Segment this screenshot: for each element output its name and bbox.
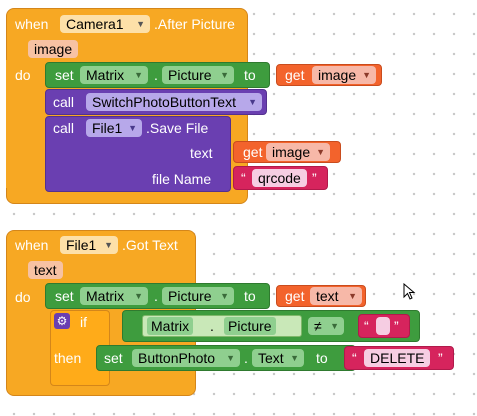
event1-component-dropdown[interactable]: Camera1 ▼ (60, 15, 150, 33)
set-property-label: Text (258, 350, 284, 366)
getter-component-label[interactable]: Matrix (147, 317, 194, 335)
set-to-label: to (244, 288, 256, 304)
dot-separator: . (244, 350, 248, 366)
get-keyword-label: get (243, 144, 263, 160)
chevron-down-icon: ▼ (316, 147, 325, 157)
event1-component-label: Camera1 (66, 16, 124, 32)
chevron-down-icon: ▼ (330, 321, 339, 331)
get-keyword-label: get (285, 288, 305, 304)
get-variable-label: image (272, 144, 311, 160)
get-keyword-label: get (285, 67, 305, 83)
set-keyword-label: set (55, 67, 74, 83)
set-property-dropdown[interactable]: Picture ▼ (162, 287, 234, 305)
if-keyword-label: if (80, 314, 87, 330)
set-component-label: Matrix (86, 67, 125, 83)
file-component-dropdown[interactable]: File1 ▼ (86, 119, 142, 137)
event1-do-label: do (15, 67, 31, 83)
event1-when-label: when (15, 16, 49, 32)
chevron-down-icon: ▼ (128, 123, 137, 133)
event1-param-image[interactable]: image (28, 40, 79, 58)
string-value[interactable]: DELETE (364, 349, 431, 367)
dot-separator: . (210, 318, 214, 334)
empty-string-value[interactable] (376, 317, 390, 335)
event2-event-label: .Got Text (122, 237, 178, 253)
procedure-dropdown[interactable]: SwitchPhotoButtonText ▼ (86, 93, 262, 111)
event1-event-label: .After Picture (154, 16, 235, 32)
chevron-down-icon: ▼ (104, 240, 113, 250)
get-variable-dropdown[interactable]: text ▼ (310, 287, 362, 305)
event2-do-label: do (15, 289, 31, 305)
set-component-dropdown[interactable]: ButtonPhoto ▼ (132, 349, 240, 367)
set-keyword-label: set (55, 288, 74, 304)
set-component-label: ButtonPhoto (138, 350, 216, 366)
string-value[interactable]: qrcode (252, 169, 307, 187)
get-variable-dropdown[interactable]: image ▼ (266, 143, 330, 161)
getter-property-label[interactable]: Picture (224, 317, 276, 335)
chevron-down-icon: ▼ (248, 97, 257, 107)
chevron-down-icon: ▼ (220, 291, 229, 301)
set-component-dropdown[interactable]: Matrix ▼ (80, 66, 148, 84)
quote-close: ” (394, 318, 399, 334)
set-component-label: Matrix (86, 288, 125, 304)
event2-when-label: when (15, 237, 49, 253)
set-to-label: to (316, 350, 328, 366)
chevron-down-icon: ▼ (362, 70, 371, 80)
chevron-down-icon: ▼ (134, 291, 143, 301)
set-keyword-label: set (104, 350, 123, 366)
quote-open: “ (241, 170, 246, 186)
chevron-down-icon: ▼ (134, 70, 143, 80)
set-component-dropdown[interactable]: Matrix ▼ (80, 287, 148, 305)
event2-component-dropdown[interactable]: File1 ▼ (60, 236, 118, 254)
method-label: .Save File (146, 120, 209, 136)
set-property-dropdown[interactable]: Picture ▼ (162, 66, 234, 84)
get-variable-label: image (318, 67, 357, 83)
mouse-pointer-icon (403, 283, 416, 300)
text-arg-label: text (190, 145, 213, 161)
call-keyword-label: call (53, 94, 75, 110)
operator-dropdown[interactable]: ≠▼ (308, 317, 344, 335)
get-variable-dropdown[interactable]: image ▼ (312, 66, 376, 84)
chevron-down-icon: ▼ (226, 353, 235, 363)
quote-open: “ (364, 318, 369, 334)
event2-param-text[interactable]: text (28, 261, 63, 279)
dot-separator: . (154, 288, 158, 304)
operator-label: ≠ (314, 318, 322, 334)
then-keyword-label: then (54, 350, 82, 366)
chevron-down-icon: ▼ (136, 19, 145, 29)
gear-icon[interactable]: ⚙ (54, 313, 70, 329)
quote-close: ” (438, 350, 443, 366)
call-keyword-label: call (53, 120, 75, 136)
file-component-label: File1 (92, 120, 123, 136)
quote-close: ” (312, 170, 317, 186)
get-variable-label: text (316, 288, 339, 304)
set-property-label: Picture (168, 288, 212, 304)
chevron-down-icon: ▼ (220, 70, 229, 80)
dot-separator: . (154, 67, 158, 83)
chevron-down-icon: ▼ (290, 353, 299, 363)
event2-component-label: File1 (66, 237, 97, 253)
filename-arg-label: file Name (152, 171, 212, 187)
chevron-down-icon: ▼ (348, 291, 357, 301)
set-property-dropdown[interactable]: Text ▼ (252, 349, 304, 367)
procedure-label: SwitchPhotoButtonText (92, 94, 236, 110)
quote-open: “ (352, 350, 357, 366)
set-property-label: Picture (168, 67, 212, 83)
set-to-label: to (244, 67, 256, 83)
